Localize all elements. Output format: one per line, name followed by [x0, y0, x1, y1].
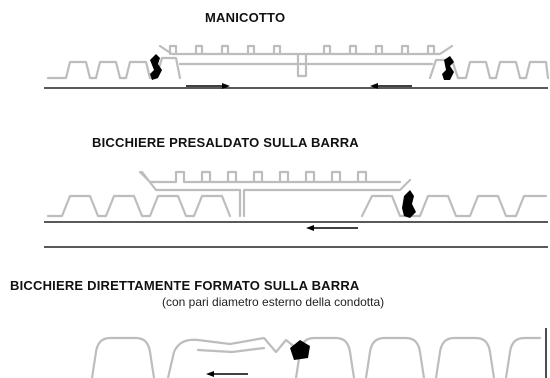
arrow-left-icon — [370, 83, 412, 89]
title-bicchiere-presaldato: BICCHIERE PRESALDATO SULLA BARRA — [92, 135, 359, 150]
left-pipe-corrugation — [46, 194, 232, 218]
arrow-right-icon — [186, 83, 230, 89]
formed-bell-socket — [166, 336, 298, 378]
gasket-seal-icon — [402, 190, 416, 218]
title-manicotto: MANICOTTO — [205, 10, 286, 25]
diagram-bicchiere-presaldato — [46, 170, 548, 218]
diagram-manicotto — [46, 44, 550, 80]
left-pipe-corrugation — [90, 336, 156, 378]
coupling-sleeve — [158, 44, 454, 78]
gasket-seal-icon — [290, 340, 310, 360]
right-pipe-corrugation — [428, 58, 550, 80]
subtitle-bicchiere-formato: (con pari diametro esterno della condott… — [162, 295, 385, 309]
arrow-left-icon — [206, 371, 248, 377]
arrow-left-icon — [306, 225, 358, 231]
title-bicchiere-formato: BICCHIERE DIRETTAMENTE FORMATO SULLA BAR… — [10, 278, 360, 293]
gasket-seal-icon — [442, 56, 454, 80]
gasket-seal-icon — [150, 54, 162, 80]
diagram-bicchiere-formato — [90, 336, 542, 378]
bell-socket — [138, 170, 412, 218]
right-pipe-corrugation — [294, 336, 542, 378]
right-pipe-corrugation — [360, 194, 548, 218]
